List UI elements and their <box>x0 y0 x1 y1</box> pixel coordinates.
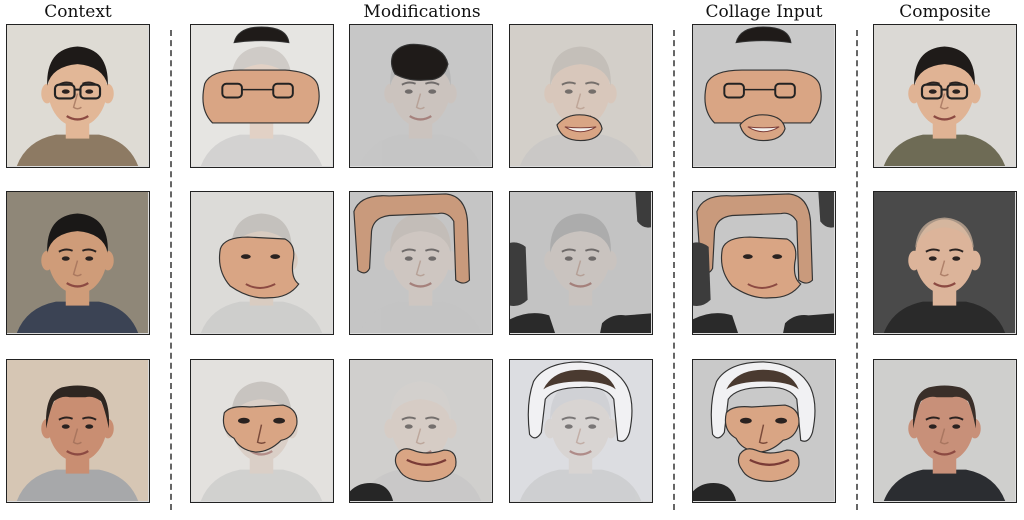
composite-photo <box>873 24 1017 168</box>
modification-photo <box>509 359 653 503</box>
collage-input-photo <box>692 359 836 503</box>
header-modifications: Modifications <box>363 2 481 22</box>
modification-photo <box>349 24 493 168</box>
modification-photo <box>509 191 653 335</box>
context-photo <box>6 24 150 168</box>
modification-photo <box>349 191 493 335</box>
composite-photo <box>873 359 1017 503</box>
context-photo <box>6 359 150 503</box>
modification-photo <box>190 24 334 168</box>
divider-right <box>856 30 858 510</box>
header-context: Context <box>44 2 112 22</box>
header-composite: Composite <box>899 2 991 22</box>
modification-photo <box>349 359 493 503</box>
modification-photo <box>509 24 653 168</box>
modification-photo <box>190 191 334 335</box>
divider-left <box>170 30 172 510</box>
divider-middle <box>673 30 675 510</box>
composite-photo <box>873 191 1017 335</box>
context-photo <box>6 191 150 335</box>
header-collage-input: Collage Input <box>705 2 823 22</box>
modification-photo <box>190 359 334 503</box>
collage-input-photo <box>692 24 836 168</box>
collage-input-photo <box>692 191 836 335</box>
